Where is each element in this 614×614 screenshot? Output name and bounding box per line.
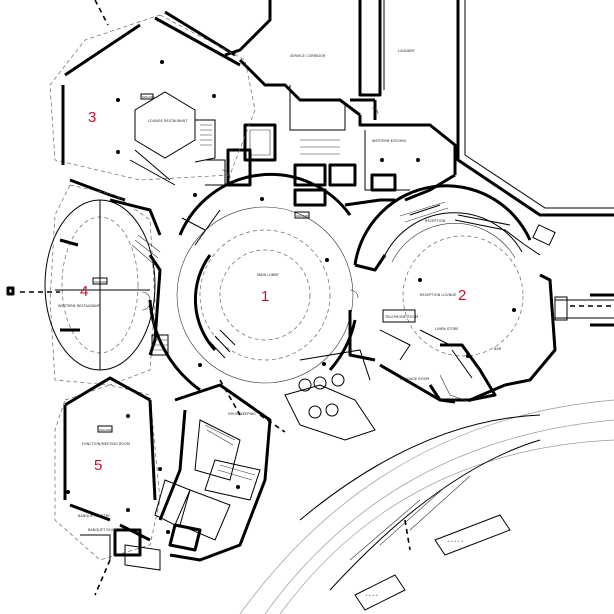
column — [212, 94, 216, 98]
column — [322, 362, 326, 366]
planter-circle — [308, 405, 322, 419]
telephone-room — [382, 309, 416, 323]
column — [160, 60, 164, 64]
level-tag-box — [92, 277, 108, 285]
column — [193, 193, 197, 197]
column — [260, 197, 264, 201]
reception-label: RECEPTION — [425, 219, 446, 223]
linen-store-label: LINEN STORE — [435, 327, 459, 331]
column — [325, 258, 329, 262]
entrance-vestibule — [554, 296, 568, 321]
column — [198, 363, 202, 367]
main-lobby-label: MAIN LOBBY — [257, 273, 280, 277]
reception-lounge-label: RECEPTION LOUNGE — [420, 293, 456, 297]
planter-circle — [331, 373, 345, 387]
bar-label: BAR — [494, 347, 502, 351]
column — [116, 150, 120, 154]
zone-3-number: 3 — [88, 109, 96, 126]
planter-circle — [313, 376, 327, 390]
column — [116, 98, 120, 102]
guest-wing: HOUSEKEEPING — [124, 379, 286, 571]
zone-5-function-room: 000.000 FUNCTION/MEETING ROOM BANQUET PA… — [54, 0, 162, 596]
column — [66, 490, 70, 494]
column — [236, 485, 240, 489]
zone-4-number: 4 — [80, 283, 88, 300]
telephone-room-label: TELEPHONE ROOM — [384, 315, 418, 319]
level-tag: 000.000 — [99, 428, 111, 432]
lobby-outer-ring — [176, 206, 354, 384]
zone-1-main-lobby: 000.000 MAIN LOBBY 1 — [148, 172, 357, 392]
planter-circle — [325, 403, 339, 417]
western-restaurant-label: WESTERN RESTAURANT — [58, 304, 101, 308]
lounge-restaurant-label: LOUNGE RESTAURANT — [148, 119, 188, 123]
zone-1-number: 1 — [261, 288, 269, 305]
column — [126, 414, 130, 418]
zone-5-number: 5 — [94, 457, 102, 474]
western-kitchen-label: WESTERN KITCHEN — [372, 139, 406, 143]
column — [380, 158, 384, 162]
level-tag: 000.000 — [296, 214, 308, 218]
luggage-room-label: LUGGAGE ROOM — [400, 377, 429, 381]
service-corridor-label: SERVICE CORRIDOR — [290, 54, 326, 58]
column — [416, 158, 420, 162]
reception-circle — [402, 235, 524, 357]
driveway: + + + + + + + + + — [239, 349, 614, 614]
banquet-pantry-label: BANQUET PANTRY — [78, 514, 111, 518]
column — [512, 308, 516, 312]
zone-2-reception-lounge: RECEPTION RECEPTION LOUNGE TELEPHONE ROO… — [348, 184, 614, 404]
zone-3-lounge-restaurant: 000.000 LOUNGE RESTAURANT — [49, 14, 256, 202]
level-tag-box — [294, 211, 310, 219]
banquet-room-label: BANQUET ROOM — [88, 528, 117, 532]
bollard-marks: + + + + — [365, 593, 378, 597]
planter — [532, 224, 556, 246]
level-tag-box — [97, 425, 113, 433]
bollard-marks: + + + + + — [447, 539, 464, 543]
lobby-core-circle — [219, 249, 311, 341]
level-tag-box — [140, 93, 154, 100]
zone-4-western-restaurant: 000.000 WESTERN RESTAURANT 4 — [6, 184, 169, 386]
zone-2-number: 2 — [458, 287, 466, 304]
exit-marker — [6, 286, 15, 296]
column — [158, 467, 162, 471]
laundry-label: LAUNDRY — [398, 49, 416, 53]
planter-circle — [298, 378, 312, 392]
column — [418, 278, 422, 282]
level-tag: 000.000 — [142, 95, 154, 99]
column — [166, 530, 170, 534]
column — [126, 508, 130, 512]
function-room-label: FUNCTION/MEETING ROOM — [82, 442, 130, 446]
column — [466, 354, 470, 358]
lobby-inner-circle — [199, 229, 331, 361]
level-tag: 000.000 — [94, 280, 106, 284]
door-swings — [141, 107, 379, 311]
housekeeping-label: HOUSEKEEPING — [228, 412, 256, 416]
